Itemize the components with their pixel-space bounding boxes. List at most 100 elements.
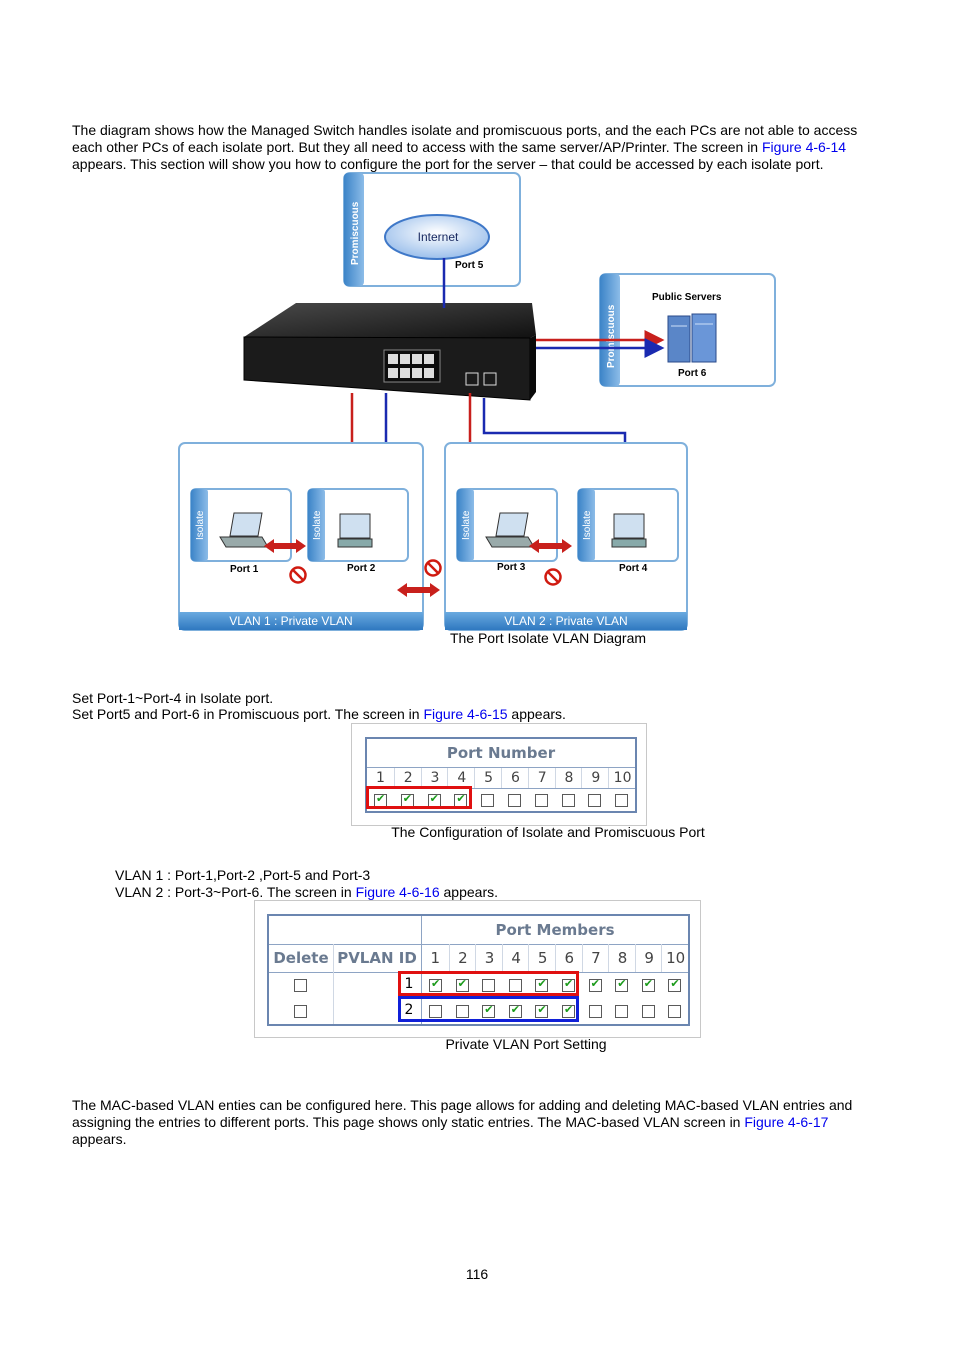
member-port-2-checkbox[interactable]: [455, 1004, 469, 1018]
table-row: 2: [269, 999, 688, 1024]
port-number-8: 8: [554, 768, 583, 788]
managed-switch-icon: [243, 303, 536, 401]
member-port-2-checkbox[interactable]: [455, 977, 469, 992]
isolate-label-1: Isolate: [195, 510, 206, 540]
port-9-checkbox[interactable]: [588, 794, 602, 807]
delete-checkbox[interactable]: [294, 979, 307, 992]
port-10-checkbox[interactable]: [615, 794, 629, 807]
port-6-checkbox[interactable]: [508, 794, 521, 807]
vlan1-members-highlight: [398, 971, 579, 996]
pvlan-caption: Private VLAN Port Setting: [445, 1036, 607, 1052]
step2-line-1: VLAN 1 : Port-1,Port-2 ,Port-5 and Port-…: [115, 867, 371, 883]
port-number-2: 2: [393, 768, 422, 788]
pvlan-rows: 12: [269, 973, 688, 1024]
port-number-3: 3: [420, 768, 449, 788]
port-number-9: 9: [581, 768, 609, 788]
desktop-pc-icon: [337, 513, 373, 548]
vlan2-label: VLAN 2 : Private VLAN: [504, 614, 627, 628]
public-servers-label: Public Servers: [652, 292, 722, 303]
member-port-3-checkbox[interactable]: [482, 979, 496, 992]
port-number-1: 1: [375, 770, 385, 786]
member-port-number-6: 6: [555, 944, 583, 972]
port-number-6: 6: [501, 768, 529, 788]
member-port-number-4: 4: [501, 944, 530, 972]
step2-line-2-tail: appears.: [439, 884, 499, 900]
member-port-9-checkbox[interactable]: [641, 977, 655, 992]
port-3-checkbox[interactable]: [427, 792, 441, 807]
member-port-1-checkbox[interactable]: [429, 977, 442, 992]
figure-link-4-6-15[interactable]: Figure 4-6-15: [423, 706, 508, 722]
member-port-number-7: 7: [581, 944, 610, 972]
member-port-1-checkbox[interactable]: [429, 1004, 442, 1018]
member-port-10-checkbox[interactable]: [668, 1004, 682, 1018]
member-port-7-checkbox[interactable]: [588, 1004, 602, 1018]
step1-line-1: Set Port-1~Port-4 in Isolate port.: [72, 690, 274, 706]
intro-line-1: The diagram shows how the Managed Switch…: [72, 122, 858, 138]
mac-line-2-text: assigning the entries to different ports…: [72, 1114, 745, 1130]
member-port-6-checkbox[interactable]: [562, 977, 575, 992]
figure-link-4-6-16[interactable]: Figure 4-6-16: [355, 884, 440, 900]
isolate-ports-highlight: [366, 786, 472, 809]
port-number-5: 5: [474, 768, 502, 788]
member-port-number-3: 3: [475, 944, 503, 972]
member-port-10-checkbox[interactable]: [668, 977, 682, 992]
internet-cloud-icon: [384, 214, 490, 260]
port-checkbox-row: [367, 789, 635, 811]
page-number: 116: [465, 1266, 489, 1282]
member-port-number-5: 5: [528, 944, 556, 972]
member-port-8-checkbox[interactable]: [615, 1004, 629, 1018]
desktop-pc-icon: [611, 513, 647, 548]
port-7-checkbox[interactable]: [534, 794, 548, 807]
blocked-arrow-icon: [264, 539, 572, 597]
member-port-5-checkbox[interactable]: [535, 977, 549, 992]
member-port-4-checkbox[interactable]: [508, 1003, 522, 1018]
port-number-header: Port Number: [367, 739, 635, 768]
vlan1-group: VLAN 1 : Private VLAN Isolate Isolate Po…: [178, 442, 424, 631]
mac-line-1: The MAC-based VLAN enties can be configu…: [72, 1097, 853, 1113]
pvlan-id-column-header: PVLAN ID: [337, 949, 417, 967]
member-port-9-checkbox[interactable]: [641, 1004, 655, 1018]
intro-line-2: each other PCs of each isolate port. But…: [72, 139, 846, 156]
port1-label: Port 1: [230, 564, 259, 575]
figure-link-4-6-14[interactable]: Figure 4-6-14: [762, 139, 847, 155]
vlan1-label: VLAN 1 : Private VLAN: [229, 614, 352, 628]
port-8-checkbox[interactable]: [561, 794, 575, 807]
port-number-10: 10: [608, 768, 636, 788]
member-port-number-1: 1: [430, 949, 441, 967]
pvlan-id-value: 1: [404, 976, 414, 992]
delete-checkbox[interactable]: [294, 1004, 307, 1018]
prohibited-icon: [289, 559, 562, 586]
member-port-6-checkbox[interactable]: [562, 1003, 575, 1018]
member-port-8-checkbox[interactable]: [615, 977, 629, 992]
vlan2-group: VLAN 2 : Private VLAN Isolate Isolate Po…: [444, 442, 688, 631]
step2-line-2: VLAN 2 : Port-3~Port-6. The screen in Fi…: [115, 884, 498, 901]
intro-line-2-text: each other PCs of each isolate port. But…: [72, 139, 762, 155]
member-port-7-checkbox[interactable]: [588, 977, 602, 992]
member-port-5-checkbox[interactable]: [535, 1003, 549, 1018]
promiscuous-label-top: Promiscuous: [350, 201, 361, 265]
figure-link-4-6-17[interactable]: Figure 4-6-17: [744, 1114, 829, 1130]
member-port-number-10: 10: [661, 944, 689, 972]
port-5-checkbox[interactable]: [481, 794, 495, 807]
intro-line-3: appears. This section will show you how …: [72, 156, 824, 172]
port6-label: Port 6: [678, 368, 707, 379]
internet-label: Internet: [418, 230, 459, 244]
port-number-7: 7: [527, 768, 556, 788]
table-row: 1: [269, 973, 688, 998]
member-port-4-checkbox[interactable]: [508, 979, 522, 992]
laptop-icon: [485, 512, 535, 548]
port5-label: Port 5: [455, 260, 484, 271]
promiscuous-label-right: Promiscuous: [606, 304, 617, 368]
diagram-caption: The Port Isolate VLAN Diagram: [449, 630, 647, 646]
step1-line-2: Set Port5 and Port-6 in Promiscuous port…: [72, 706, 566, 723]
isolate-label-2: Isolate: [312, 510, 323, 540]
port-members-header: Port Members: [495, 921, 615, 939]
isolate-label-4: Isolate: [582, 510, 593, 540]
member-port-3-checkbox[interactable]: [482, 1003, 496, 1018]
vlan2-members-highlight: [398, 996, 579, 1022]
